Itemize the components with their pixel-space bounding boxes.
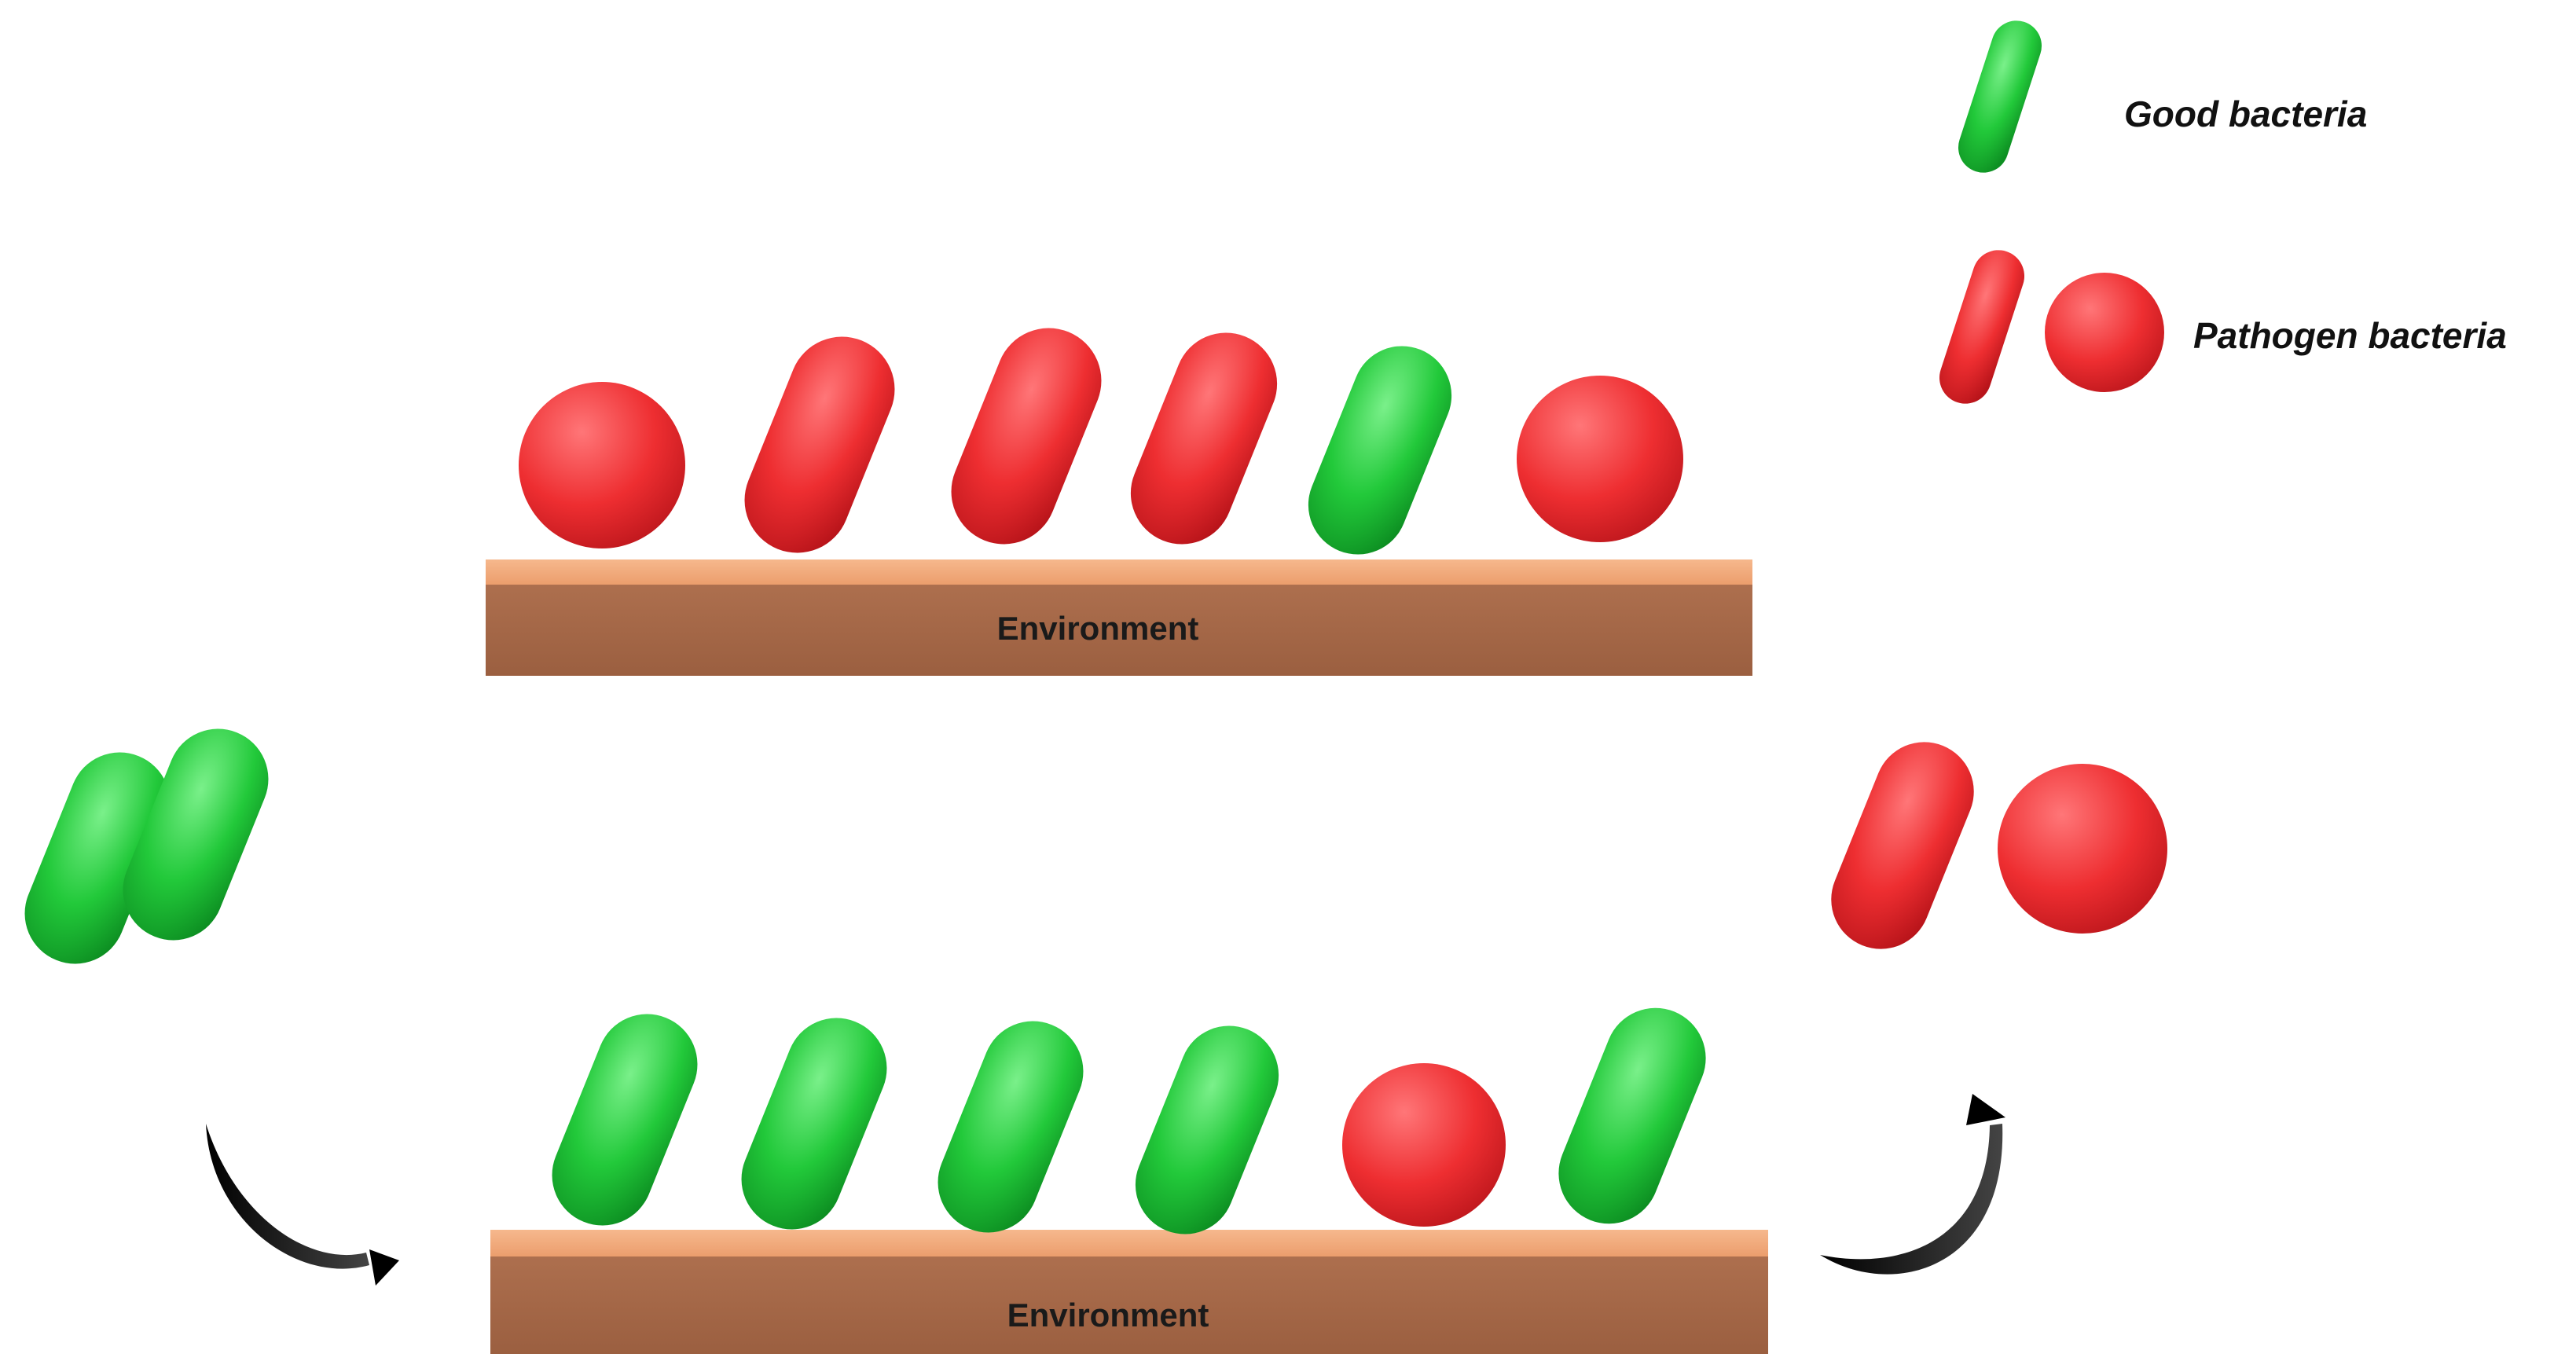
good-rod-bacterium	[24, 752, 171, 964]
top-bacteria	[519, 328, 1683, 555]
legend-pathogen-sphere-icon	[2045, 273, 2164, 392]
outgoing-pathogen-bacteria	[1831, 742, 2167, 949]
pathogen-rod-bacterium	[1130, 332, 1278, 545]
legend-good-rod-icon	[1958, 20, 2042, 173]
curved-arrow-right-icon	[1820, 1094, 2005, 1275]
pathogen-rod-bacterium	[951, 328, 1102, 545]
legend-pathogen-rod-icon	[1939, 250, 2025, 404]
good-rod-bacterium	[1558, 1007, 1706, 1224]
top-panel: Environment	[486, 328, 1752, 676]
good-rod-bacterium	[1135, 1025, 1279, 1234]
bottom-panel: Environment	[490, 1007, 1768, 1354]
pathogen-sphere-bacterium	[1342, 1063, 1506, 1227]
bottom-bacteria	[552, 1007, 1706, 1234]
pathogen-rod-bacterium	[1831, 742, 1974, 949]
top-environment-label: Environment	[997, 610, 1199, 647]
legend: Good bacteria Pathogen bacteria	[1939, 20, 2507, 404]
good-rod-bacterium	[123, 728, 269, 941]
incoming-good-bacteria	[24, 728, 269, 964]
legend-good-label: Good bacteria	[2124, 94, 2367, 134]
bottom-platform	[490, 1230, 1768, 1354]
good-rod-bacterium	[1308, 346, 1452, 555]
pathogen-sphere-bacterium	[519, 382, 685, 548]
legend-pathogen-label: Pathogen bacteria	[2193, 315, 2507, 356]
pathogen-rod-bacterium	[744, 336, 895, 553]
curved-arrow-left-icon	[206, 1124, 399, 1286]
bottom-environment-label: Environment	[1007, 1297, 1209, 1333]
pathogen-sphere-bacterium	[1517, 376, 1683, 542]
pathogen-sphere-bacterium	[1998, 764, 2167, 934]
good-rod-bacterium	[741, 1018, 887, 1230]
top-platform	[486, 559, 1752, 676]
good-rod-bacterium	[552, 1014, 698, 1226]
good-rod-bacterium	[938, 1021, 1084, 1233]
